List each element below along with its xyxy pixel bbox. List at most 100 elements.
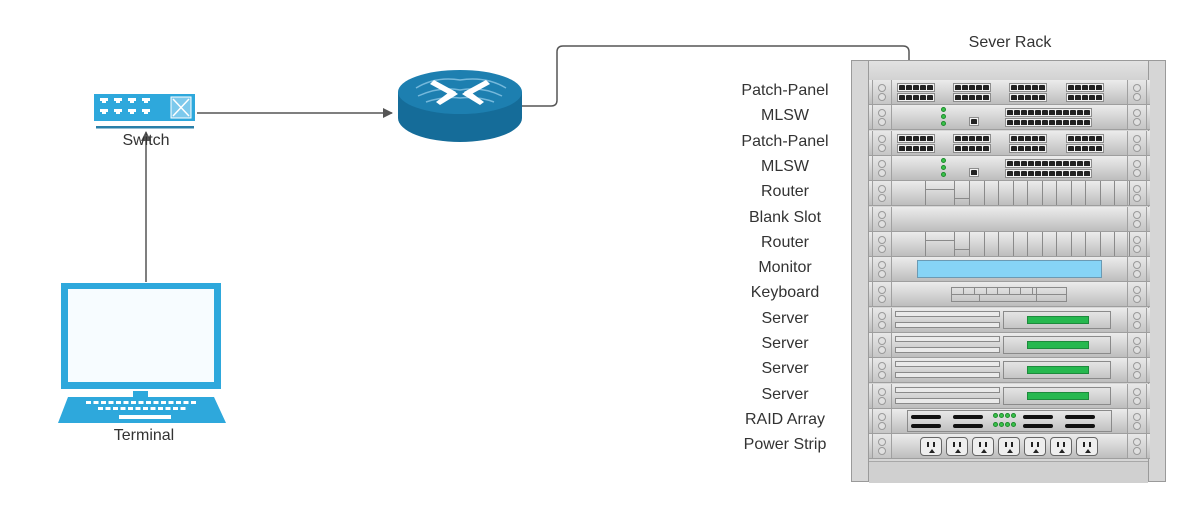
mount-hole — [1133, 261, 1141, 270]
edge-router-rack[interactable] — [522, 45, 914, 107]
rack-unit-mlsw[interactable] — [869, 155, 1150, 181]
unit-face — [895, 434, 1124, 458]
unit-face — [895, 80, 1124, 104]
mount-hole — [878, 412, 886, 421]
server-rack[interactable] — [851, 60, 1166, 483]
port-group — [897, 83, 935, 92]
rack-ear — [1127, 408, 1147, 433]
unit-face — [895, 207, 1124, 231]
power-outlet — [946, 437, 968, 457]
mount-hole — [1133, 438, 1141, 447]
mount-hole — [1133, 337, 1141, 345]
rack-ear — [1127, 231, 1147, 256]
mount-hole — [878, 396, 886, 405]
rack-unit-label: RAID Array — [744, 410, 825, 428]
rack-unit-server[interactable] — [869, 333, 1150, 358]
rack-unit-patch-panel[interactable] — [869, 130, 1150, 156]
mount-hole — [878, 219, 886, 228]
mount-hole — [878, 235, 886, 244]
mount-hole — [1133, 109, 1141, 118]
rack-ear — [1127, 307, 1147, 332]
rack-unit-label: Router — [760, 233, 810, 251]
rack-unit-label: MLSW — [761, 107, 809, 125]
rack-unit-label: Blank Slot — [748, 208, 822, 226]
power-outlet — [1024, 437, 1046, 457]
router-node[interactable] — [396, 66, 524, 144]
mount-hole — [1133, 295, 1141, 304]
port-group — [953, 143, 991, 153]
unit-face — [895, 409, 1124, 433]
mount-hole — [1133, 387, 1141, 396]
rack-ear — [1127, 206, 1147, 231]
unit-face — [895, 282, 1124, 306]
rack-unit-label: Monitor — [758, 259, 812, 277]
rack-unit-label: Server — [761, 309, 809, 327]
rack-ear — [872, 80, 892, 104]
rack-unit-label: Power Strip — [743, 436, 827, 454]
unit-face — [895, 257, 1124, 281]
rack-unit-mlsw[interactable] — [869, 105, 1150, 131]
rack-unit-keyboard[interactable] — [869, 282, 1150, 308]
rack-ear — [872, 282, 892, 307]
rack-unit-label: Server — [761, 335, 809, 352]
rack-unit-router[interactable] — [869, 181, 1150, 207]
rack-unit-raid[interactable] — [869, 408, 1150, 434]
mount-hole — [878, 421, 886, 430]
rack-ear — [872, 155, 892, 180]
mount-hole — [1133, 396, 1141, 405]
rack-unit-patch-panel[interactable] — [869, 80, 1150, 105]
rack-unit-label: MLSW — [761, 157, 809, 175]
mount-hole — [878, 109, 886, 118]
rack-ear — [872, 434, 892, 459]
rack-ear — [872, 358, 892, 383]
mount-hole — [1133, 210, 1141, 219]
unit-face — [895, 156, 1124, 180]
mount-hole — [1133, 185, 1141, 194]
port-group — [1009, 93, 1047, 102]
mount-hole — [1133, 84, 1141, 92]
rack-unit-label: Patch-Panel — [741, 132, 829, 150]
rack-bottom-panel — [869, 461, 1148, 483]
rack-unit-server[interactable] — [869, 307, 1150, 333]
mount-hole — [1133, 371, 1141, 380]
rack-ear — [872, 307, 892, 332]
rack-ear — [872, 231, 892, 256]
unit-face — [895, 181, 1130, 206]
power-outlet — [1076, 437, 1098, 457]
rack-unit-label: Keyboard — [750, 284, 820, 302]
mount-hole — [878, 311, 886, 320]
switch-node[interactable] — [94, 94, 198, 130]
mount-hole — [1133, 194, 1141, 203]
mount-hole — [878, 194, 886, 203]
mount-hole — [1133, 244, 1141, 253]
port-group — [1009, 83, 1047, 92]
mount-hole — [1133, 168, 1141, 177]
rack-unit-blank[interactable] — [869, 206, 1150, 232]
rack-unit-server[interactable] — [869, 383, 1150, 409]
unit-face — [895, 105, 1124, 129]
mount-hole — [1133, 118, 1141, 127]
rack-unit-monitor[interactable] — [869, 257, 1150, 283]
status-bar — [1027, 341, 1089, 349]
router-icon — [398, 70, 522, 142]
mount-hole — [878, 295, 886, 304]
status-bar — [1027, 366, 1089, 375]
mount-hole — [878, 118, 886, 127]
port-group — [953, 83, 991, 92]
terminal-node[interactable] — [58, 283, 230, 423]
rack-unit-server[interactable] — [869, 358, 1150, 384]
mount-hole — [1133, 143, 1141, 152]
mount-hole — [1133, 159, 1141, 168]
port-group — [1009, 143, 1047, 153]
mount-hole — [1133, 311, 1141, 320]
rack-unit-power-strip[interactable] — [869, 434, 1150, 460]
mount-hole — [878, 244, 886, 253]
rack-unit-router[interactable] — [869, 231, 1150, 257]
port-group — [897, 143, 935, 153]
port-group — [897, 93, 935, 102]
mount-hole — [878, 84, 886, 92]
power-outlet — [1050, 437, 1072, 457]
rack-ear — [1127, 80, 1147, 104]
rack-ear — [872, 383, 892, 408]
port-group — [953, 93, 991, 102]
